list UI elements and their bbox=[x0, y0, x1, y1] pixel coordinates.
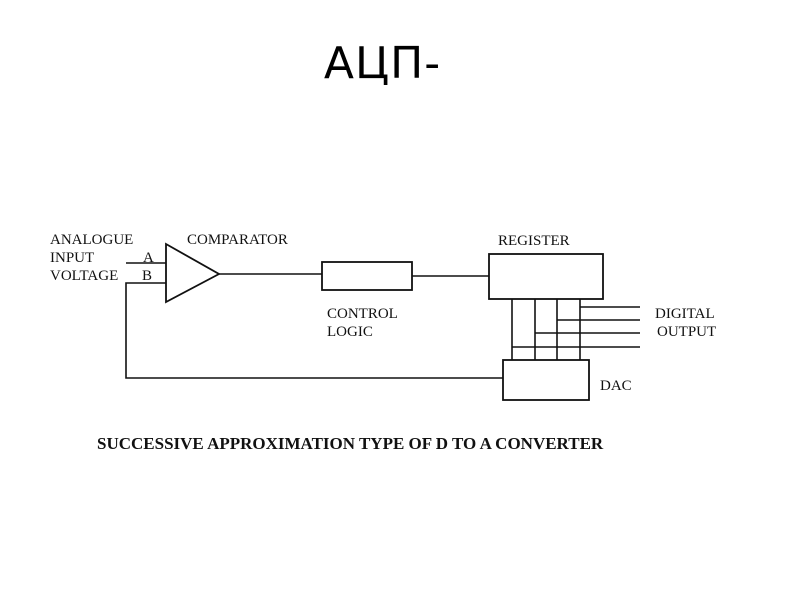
dac-block bbox=[502, 359, 590, 401]
dac-label: DAC bbox=[600, 378, 632, 394]
feedback-wire bbox=[125, 282, 503, 379]
control-logic-label-line-1: CONTROL bbox=[327, 306, 398, 322]
slide-title: АЦП- bbox=[323, 38, 442, 89]
input-b-label: B bbox=[142, 268, 152, 284]
comparator-symbol bbox=[165, 242, 221, 304]
digital-output-label-line-2: OUTPUT bbox=[657, 324, 716, 340]
comparator-label: COMPARATOR bbox=[187, 232, 288, 248]
register-block bbox=[488, 253, 604, 300]
input-a-label: A bbox=[143, 250, 154, 266]
control-logic-label-line-2: LOGIC bbox=[327, 324, 373, 340]
input-label-line-3: VOLTAGE bbox=[50, 268, 118, 284]
control-logic-block bbox=[321, 261, 413, 291]
digital-output-label-line-1: DIGITAL bbox=[655, 306, 715, 322]
input-label-line-2: INPUT bbox=[50, 250, 94, 266]
diagram-caption: SUCCESSIVE APPROXIMATION TYPE OF D TO A … bbox=[97, 434, 604, 453]
input-label-line-1: ANALOGUE bbox=[50, 232, 133, 248]
register-label: REGISTER bbox=[498, 233, 570, 249]
